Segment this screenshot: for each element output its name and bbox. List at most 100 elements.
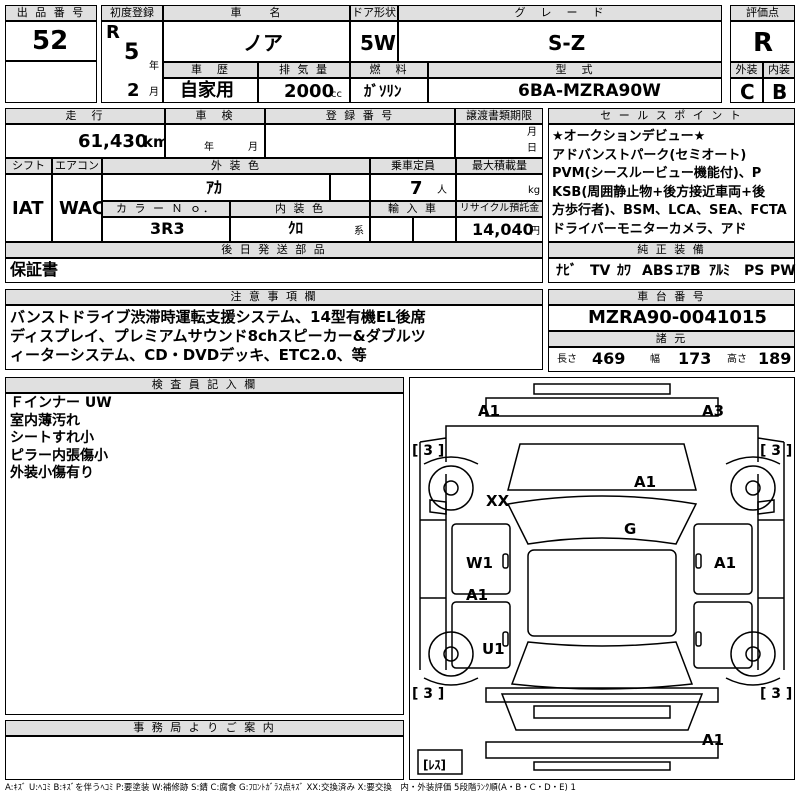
mark-front-bumper-right: A3 — [702, 402, 724, 420]
transfer-header: 譲渡書類期限 — [455, 108, 543, 124]
color-no-cell — [102, 217, 230, 242]
tire-label-rear-left: [ 3 ] — [412, 686, 444, 702]
load-unit: kg — [528, 185, 541, 196]
wheel-arch-rear-right — [725, 677, 781, 686]
score-value: R — [753, 28, 774, 58]
tire-label-rear-right: [ 3 ] — [760, 686, 792, 702]
fender-left — [419, 437, 447, 462]
genuine-leather: ｶﾜ — [617, 263, 631, 279]
registration-header: 登 録 番 号 — [265, 108, 455, 124]
sales-point-line: PVM(シースルービュー機能付)、P — [552, 166, 762, 181]
model-header: 型 式 — [428, 62, 722, 78]
tire-rear-right-hub — [745, 646, 761, 662]
office-header: 事 務 局 よ り ご 案 内 — [5, 720, 404, 736]
insp-year-unit: 年 — [204, 142, 214, 153]
aircon-value: WAC — [59, 198, 106, 219]
import-cell-a — [370, 217, 413, 242]
inspector-line: シートすれ小 — [10, 430, 94, 446]
shift-cell — [5, 174, 52, 242]
height-label: 高さ — [727, 354, 747, 365]
transfer-day-unit: 日 — [527, 143, 537, 154]
left-rear-door-window — [451, 601, 511, 669]
inspection-header: 車 検 — [165, 108, 265, 124]
sales-point-line: ★オークションデビュー★ — [552, 129, 706, 144]
reg-month-unit: 月 — [149, 87, 159, 98]
ext-color-value: ｱｶ — [206, 178, 223, 197]
km-unit: km — [143, 133, 169, 151]
chassis-cell — [548, 305, 795, 331]
right-door-splits — [758, 519, 784, 599]
color-no-header: カ ラ ー Ｎ ｏ． — [102, 201, 230, 217]
width-label: 幅 — [650, 354, 660, 365]
tire-front-right-hub — [745, 480, 761, 496]
first-reg-header: 初度登録 — [101, 5, 163, 21]
ext-color-extra-cell — [330, 174, 370, 201]
door-value: 5W — [360, 31, 396, 55]
mark-rear-bumper: A1 — [702, 731, 724, 749]
genuine-tv: TV — [590, 263, 611, 279]
spare-box — [417, 749, 463, 775]
mark-left-rear-fender: U1 — [482, 640, 505, 658]
mark-left-rear-door: A1 — [466, 586, 488, 604]
aircon-header: エアコン — [52, 158, 102, 174]
inspector-line: ピラー内張傷小 — [10, 447, 108, 464]
genuine-ps: PS — [744, 263, 765, 279]
left-door-splits — [420, 519, 446, 599]
interior-cell — [763, 78, 795, 103]
capacity-unit: 人 — [437, 185, 447, 196]
mirror-left — [429, 499, 447, 515]
import-cell-b — [413, 217, 456, 242]
lot-no-lower-cell — [5, 61, 97, 103]
mileage-header: 走 行 — [5, 108, 165, 124]
mark-windshield: G — [624, 520, 636, 538]
windshield — [506, 495, 698, 545]
door-header: ドア形状 — [350, 5, 398, 21]
insp-month-unit: 月 — [248, 142, 258, 153]
sales-point-cell — [548, 124, 795, 242]
mirror-right — [757, 499, 775, 515]
exterior-value: C — [740, 80, 755, 104]
mark-left-front-fender: XX — [486, 492, 510, 510]
door-cell — [350, 21, 398, 62]
first-reg-cell — [101, 21, 163, 103]
fuel-header: 燃 料 — [350, 62, 428, 78]
color-no-value: 3R3 — [150, 219, 185, 238]
rear-bumper — [485, 687, 719, 703]
width-value: 173 — [678, 349, 712, 368]
import-header: 輸 入 車 — [370, 201, 456, 217]
specs-cell — [548, 347, 795, 372]
front-bumper — [485, 397, 719, 417]
car-name-value: ノア — [243, 31, 283, 55]
tire-label-front-right: [ 3 ] — [760, 443, 792, 459]
max-load-header: 最大積載量 — [456, 158, 543, 174]
displacement-value: 2000 — [284, 81, 335, 102]
fender-right — [757, 437, 785, 462]
recycle-header: リサイクル預託金 — [456, 201, 543, 217]
genuine-pw: PW — [770, 263, 796, 279]
max-load-cell — [456, 174, 543, 201]
grade-value: S-Z — [548, 31, 586, 55]
reg-year-unit: 年 — [149, 61, 159, 72]
fuel-value: ｶﾞｿﾘﾝ — [364, 82, 402, 100]
model-cell — [428, 78, 722, 103]
tire-rear-left — [428, 631, 474, 677]
lot-no-cell — [5, 21, 97, 61]
door-handle-right-front — [695, 553, 702, 569]
yen-unit: 円 — [530, 226, 540, 237]
genuine-header: 純 正 装 備 — [548, 242, 795, 258]
tire-front-right — [730, 465, 776, 511]
mark-left-front-door: W1 — [466, 554, 493, 572]
sales-point-text: ★オークションデビュー★ アドバンストパーク(セミオート) PVM(シースルービ… — [552, 128, 787, 239]
front-bumper-top — [533, 383, 671, 395]
lot-no-header: 出 品 番 号 — [5, 5, 97, 21]
inspector-header: 検 査 員 記 入 欄 — [5, 377, 404, 393]
chassis-header: 車 台 番 号 — [548, 289, 795, 305]
grade-cell — [398, 21, 722, 62]
left-front-door-window — [451, 523, 511, 595]
rear-view-body — [485, 741, 719, 759]
roof — [527, 549, 677, 637]
rear-window — [510, 641, 694, 690]
displacement-header: 排 気 量 — [258, 62, 350, 78]
inspector-line: Ｆインナー UW — [10, 395, 112, 411]
right-front-door-window — [693, 523, 753, 595]
